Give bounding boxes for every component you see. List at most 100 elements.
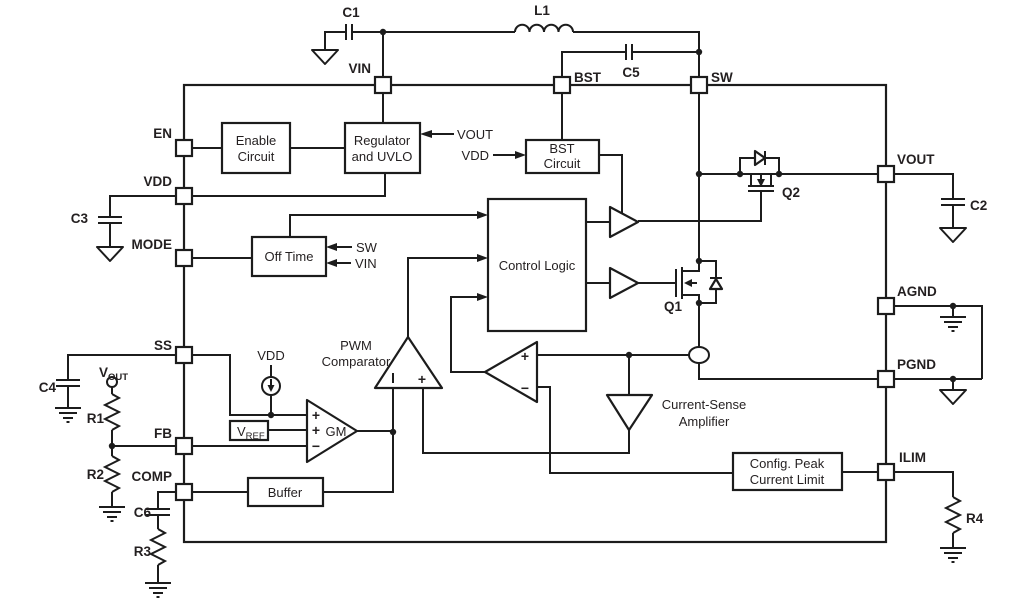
pin-fb <box>174 436 194 456</box>
pin-label-ilim: ILIM <box>899 450 926 465</box>
compensation-network <box>144 491 176 598</box>
junction-dot <box>695 170 703 178</box>
q2-terminal-stubs <box>750 174 772 185</box>
regulator-uvlo-block <box>343 121 422 175</box>
pwm-to-logic-wire <box>407 257 479 337</box>
ground-symbol <box>144 582 172 598</box>
ss-to-gm-wire <box>192 354 307 416</box>
ground-symbol <box>939 389 967 405</box>
pin-en <box>174 138 194 158</box>
enable-circuit-block <box>220 121 292 175</box>
pin-vin <box>373 75 393 95</box>
label-r3: R3 <box>134 544 152 559</box>
ilim-set-network <box>894 471 967 563</box>
vdd-bypass-network <box>96 195 176 262</box>
pwm-comparator-label2: Comparator <box>322 354 391 369</box>
capacitor-c1 <box>345 24 353 40</box>
ilim-comparator: + − <box>483 340 539 404</box>
label-r4: R4 <box>966 511 984 526</box>
resistor-r3 <box>148 528 168 566</box>
label-c1: C1 <box>342 5 360 20</box>
pin-ss <box>174 345 194 365</box>
current-sense-amplifier-icon <box>605 393 654 432</box>
ground-symbol <box>98 506 126 522</box>
label-q1: Q1 <box>664 299 683 314</box>
junction-dot <box>949 302 957 310</box>
transistor-q2 <box>695 149 783 192</box>
enable-circuit-label: Enable <box>236 133 276 148</box>
buffer-label: Buffer <box>268 485 303 500</box>
junction-dot <box>625 351 633 359</box>
control-logic-label: Control Logic <box>499 258 576 273</box>
pin-ilim <box>876 462 896 482</box>
ground-symbol <box>54 407 82 423</box>
pin-sw <box>689 75 709 95</box>
label-l1: L1 <box>534 3 550 18</box>
bst-circuit-label: BST <box>549 141 574 156</box>
ground-symbol <box>311 49 339 65</box>
regulator-vout-label: VOUT <box>457 127 493 142</box>
pin-agnd <box>876 296 896 316</box>
ss-to-c4-wire <box>67 354 176 380</box>
pin-label-pgnd: PGND <box>897 357 936 372</box>
pin-label-sw: SW <box>711 70 733 85</box>
c1-ground-wire <box>324 31 346 50</box>
off-time-label: Off Time <box>265 249 314 264</box>
comp-to-c6-wire <box>157 491 176 509</box>
ilim-minus: − <box>521 380 529 396</box>
junction-dot <box>267 411 275 419</box>
capacitor-c5 <box>625 44 633 60</box>
comp-node-wire <box>323 388 394 493</box>
output-cap-network <box>894 173 967 243</box>
pin-bst <box>552 75 572 95</box>
config-peak-block <box>731 451 844 492</box>
component-labels: C1 L1 C5 C2 C3 C4 R1 R2 C6 R3 R4 Q1 Q2 V… <box>39 3 988 559</box>
pin-label-comp: COMP <box>132 469 173 484</box>
pwm-comparator-label: PWM <box>340 338 372 353</box>
pin-comp <box>174 482 194 502</box>
ilim-to-r4-wire <box>894 471 954 497</box>
capacitor-c2 <box>941 198 965 206</box>
pin-label-en: EN <box>153 126 172 141</box>
ilim-comparator-icon <box>483 340 539 404</box>
input-filter-network <box>311 23 703 77</box>
ground-symbol <box>939 547 967 563</box>
pin-label-vin: VIN <box>348 61 371 76</box>
l1-to-sw-wire <box>573 31 700 77</box>
junction-dot <box>389 428 397 436</box>
current-sense-label: Current-Sense <box>662 397 747 412</box>
capacitor-c3 <box>98 216 122 224</box>
arrow-icon <box>477 293 488 301</box>
transistor-q1 <box>638 257 724 307</box>
ground-symbol <box>939 316 967 332</box>
arrow-icon <box>477 254 488 262</box>
ss-current-source <box>261 376 281 419</box>
c5-to-bst-wire <box>561 51 626 77</box>
feedback-divider-network <box>98 376 176 522</box>
sensor-to-pgnd-wire <box>698 363 878 380</box>
gm-plus1: + <box>312 407 320 423</box>
vref-block <box>228 419 270 442</box>
regulator-label: Regulator <box>354 133 411 148</box>
bst-circuit-label2: Circuit <box>544 156 581 171</box>
gm-amplifier: + + − GM <box>305 398 359 464</box>
label-q2: Q2 <box>782 185 800 200</box>
junction-dot <box>736 170 744 178</box>
gm-label: GM <box>326 424 347 439</box>
pwm-plus: + <box>418 371 426 387</box>
pin-label-bst: BST <box>574 70 602 85</box>
resistor-r2 <box>102 455 122 493</box>
vout-to-c2-wire <box>894 173 954 199</box>
internal-wires <box>192 93 878 493</box>
q1-diode-loop <box>699 260 717 304</box>
offtime-vin-label: VIN <box>355 256 377 271</box>
ground-tie-network <box>894 302 983 405</box>
control-logic-block <box>486 197 588 333</box>
current-source-arrow-icon <box>267 385 275 392</box>
arrow-icon <box>326 259 337 267</box>
pin-label-vout: VOUT <box>897 152 935 167</box>
offtime-to-logic-wire <box>289 214 479 237</box>
buffer-block <box>246 476 325 508</box>
